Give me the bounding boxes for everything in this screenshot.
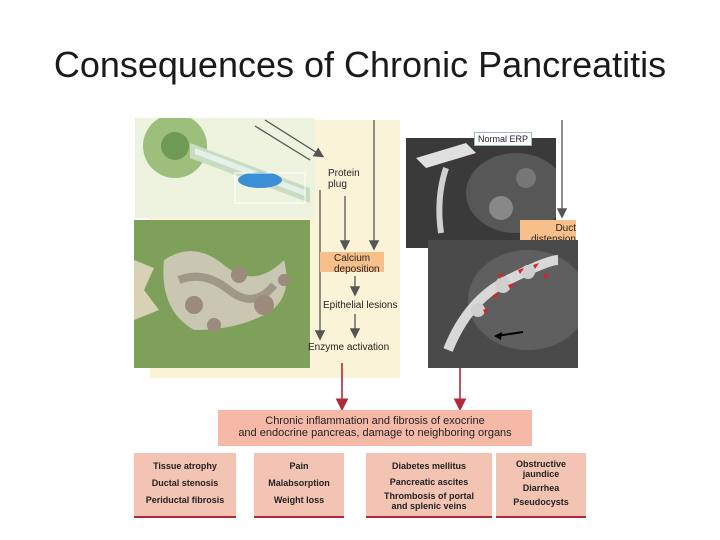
normal-erp-tag: Normal ERP bbox=[474, 132, 533, 146]
column-complications: Obstructive jaundice Diarrhea Pseudocyst… bbox=[496, 453, 586, 518]
consequence-item: Ductal stenosis bbox=[151, 478, 219, 488]
consequence-item: Malabsorption bbox=[268, 478, 330, 488]
enzyme-activation-label: Enzyme activation bbox=[308, 342, 390, 353]
consequence-item: Diabetes mellitus bbox=[391, 461, 467, 471]
summary-line-1: Chronic inflammation and fibrosis of exo… bbox=[265, 415, 485, 427]
calcium-deposition-label: Calcium deposition bbox=[334, 253, 380, 275]
consequence-item: Tissue atrophy bbox=[153, 461, 217, 471]
consequence-item: Periductal fibrosis bbox=[145, 495, 225, 505]
duct-distension-label: Duct distension bbox=[530, 223, 576, 245]
fibrotic-tissue-illustration bbox=[134, 220, 310, 368]
consequence-item: Weight loss bbox=[273, 495, 325, 505]
summary-line-2: and endocrine pancreas, damage to neighb… bbox=[238, 427, 512, 439]
calcium-deposition-box bbox=[320, 252, 384, 272]
consequence-item: Diarrhea bbox=[522, 483, 560, 493]
consequence-item: Pseudocysts bbox=[513, 497, 569, 507]
column-metabolic: Diabetes mellitus Pancreatic ascites Thr… bbox=[366, 453, 492, 518]
slide-title: Consequences of Chronic Pancreatitis bbox=[53, 44, 667, 85]
consequence-item: Obstructive jaundice bbox=[515, 459, 566, 479]
protein-plug-label: Protein plug bbox=[328, 168, 360, 190]
flow-arrows bbox=[254, 119, 568, 412]
column-symptoms: Pain Malabsorption Weight loss bbox=[254, 453, 344, 518]
distended-duct-xray bbox=[428, 240, 578, 368]
consequence-item: Pain bbox=[289, 461, 309, 471]
duct-illustration bbox=[135, 118, 315, 218]
column-tissue: Tissue atrophy Ductal stenosis Periducta… bbox=[134, 453, 236, 518]
epithelial-lesions-label: Epithelial lesions bbox=[323, 300, 398, 311]
summary-box: Chronic inflammation and fibrosis of exo… bbox=[218, 410, 532, 446]
consequence-item: Pancreatic ascites bbox=[389, 477, 469, 487]
normal-erp-xray bbox=[406, 138, 556, 248]
consequence-item: Thrombosis of portal and splenic veins bbox=[384, 491, 474, 511]
